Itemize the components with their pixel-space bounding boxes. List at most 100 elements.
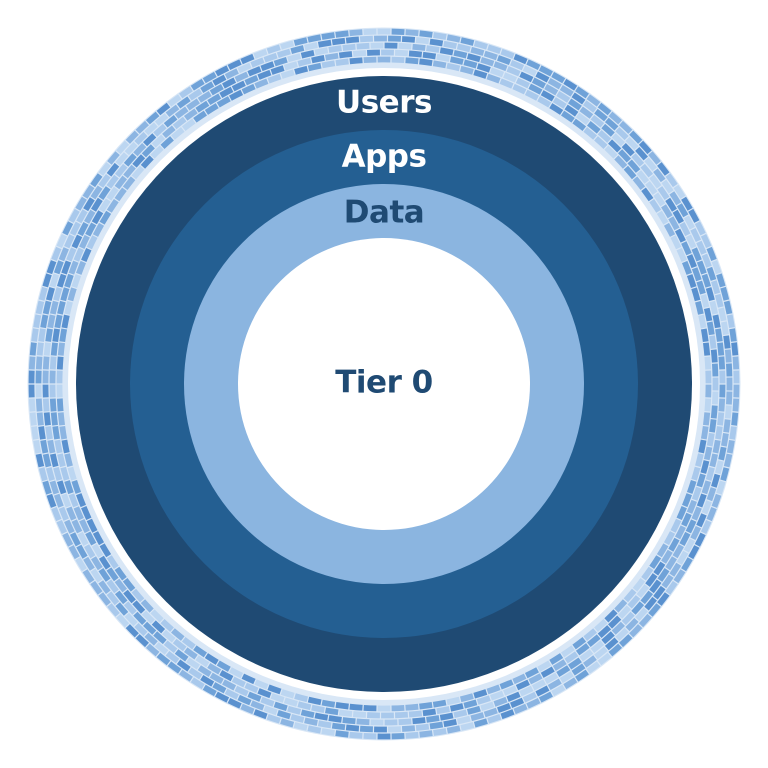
brick: [456, 715, 471, 725]
brick: [69, 221, 81, 236]
brick: [604, 637, 619, 651]
brick: [114, 566, 127, 581]
brick: [49, 273, 60, 288]
brick: [681, 512, 692, 527]
brick: [193, 110, 207, 123]
brick: [197, 665, 212, 677]
brick: [91, 210, 104, 225]
brick: [35, 356, 43, 370]
brick: [82, 184, 95, 199]
brick: [711, 493, 722, 508]
brick: [556, 665, 571, 677]
brick: [619, 634, 633, 648]
brick: [636, 170, 650, 184]
brick: [215, 691, 230, 703]
brick: [510, 60, 525, 71]
brick: [51, 246, 62, 261]
brick: [153, 631, 167, 645]
brick: [711, 260, 722, 275]
brick: [716, 480, 726, 495]
brick: [370, 42, 384, 49]
brick: [503, 685, 518, 696]
brick: [704, 356, 712, 370]
brick: [114, 578, 128, 593]
brick: [304, 42, 318, 51]
brick: [195, 655, 210, 668]
brick: [408, 710, 423, 718]
brick: [700, 328, 709, 342]
brick: [45, 426, 53, 440]
brick: [683, 538, 695, 553]
brick: [190, 677, 205, 690]
brick: [510, 697, 525, 708]
brick: [436, 53, 450, 62]
brick: [412, 43, 426, 51]
brick: [718, 398, 726, 412]
brick: [49, 398, 57, 412]
brick: [726, 377, 733, 391]
brick: [614, 155, 628, 169]
brick: [661, 549, 673, 564]
brick: [165, 650, 180, 664]
brick: [384, 719, 398, 726]
brick: [711, 280, 721, 295]
brick: [321, 728, 335, 736]
brick: [486, 73, 501, 84]
brick: [49, 480, 60, 495]
brick: [359, 35, 373, 43]
brick: [683, 215, 695, 230]
brick: [726, 391, 733, 405]
brick: [594, 619, 608, 632]
brick: [608, 111, 623, 125]
brick: [540, 90, 555, 102]
brick: [99, 210, 112, 225]
brick: [524, 667, 539, 679]
brick: [419, 58, 433, 66]
brick: [429, 38, 444, 47]
brick: [133, 143, 147, 157]
brick: [171, 127, 185, 140]
brick: [705, 287, 715, 302]
brick: [665, 197, 677, 212]
brick: [75, 557, 87, 572]
brick: [700, 460, 710, 474]
brick: [439, 47, 454, 56]
brick: [700, 233, 712, 249]
brick: [133, 611, 147, 625]
brick: [564, 104, 579, 117]
brick: [229, 667, 244, 679]
brick: [85, 531, 97, 546]
brick: [709, 419, 717, 433]
brick: [68, 260, 79, 275]
brick: [623, 588, 637, 603]
brick: [688, 208, 700, 223]
brick: [56, 273, 67, 288]
brick: [561, 645, 575, 658]
brick: [140, 155, 154, 169]
brick: [254, 78, 269, 89]
brick: [33, 314, 42, 329]
brick: [608, 643, 623, 657]
brick: [544, 84, 559, 96]
brick: [134, 131, 148, 146]
brick: [234, 685, 249, 697]
brick: [563, 677, 578, 690]
brick: [297, 701, 312, 711]
brick: [195, 100, 210, 113]
brick: [84, 209, 96, 224]
brick: [686, 499, 697, 514]
brick: [522, 65, 537, 77]
brick: [717, 342, 725, 356]
brick: [345, 724, 360, 732]
brick: [690, 526, 702, 541]
brick: [64, 480, 74, 495]
brick: [561, 110, 575, 123]
brick: [429, 721, 444, 730]
brick: [537, 96, 552, 108]
brick: [718, 446, 727, 461]
brick: [449, 703, 464, 712]
brick: [287, 53, 302, 63]
brick: [594, 136, 608, 149]
brick: [663, 531, 676, 546]
